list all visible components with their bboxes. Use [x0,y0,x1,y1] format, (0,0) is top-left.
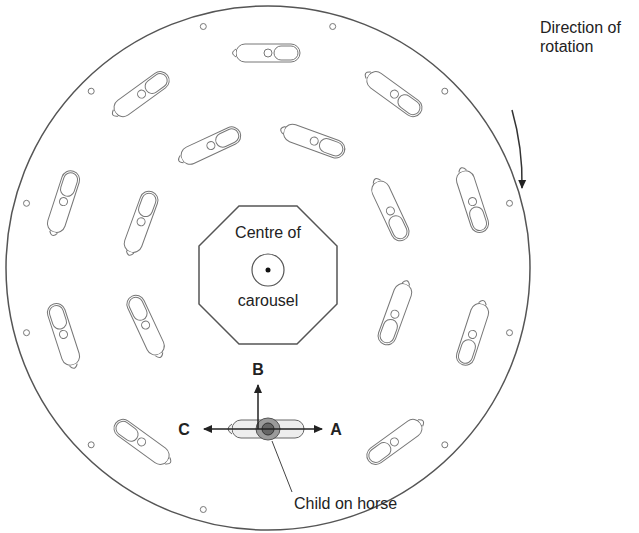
direction-letter: A [330,420,342,439]
direction-letter: B [252,360,264,379]
leader-line [272,441,292,492]
rotation-arrow [512,110,522,188]
rim-holes [24,24,513,513]
carousel-rim [6,6,530,530]
callout-label: Child on horse [294,494,397,513]
horse-ring [44,44,492,470]
centre-octagon: Centre of carousel [198,205,338,345]
node-text: carousel [198,291,338,310]
rotation-label: Direction of rotation [540,18,635,56]
force-arrow-b [257,385,259,429]
node-text: Centre of [198,223,338,242]
direction-letter: C [178,420,190,439]
force-arrow-a [268,428,322,430]
